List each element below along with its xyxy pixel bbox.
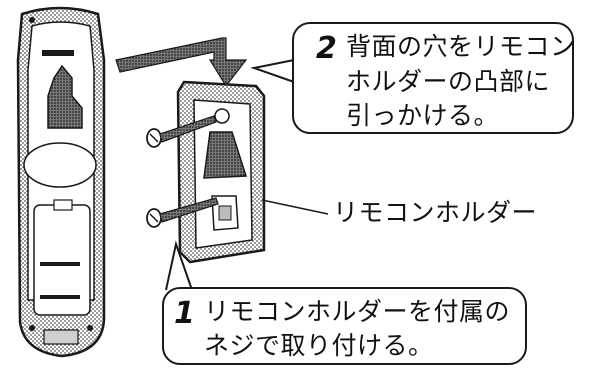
step-1-line-2: ネジで取り付ける。 <box>204 331 434 360</box>
holder-hook <box>203 131 248 179</box>
screw-lower <box>146 197 219 228</box>
step-1-line-1: リモコンホルダーを付属の <box>204 297 511 326</box>
screw-upper <box>146 115 217 148</box>
slide-arrow <box>115 37 248 88</box>
remote-holder <box>176 80 266 264</box>
callout-1-pointer <box>165 240 193 291</box>
step-1-number: 1 <box>174 296 195 331</box>
holder-label: リモコンホルダー <box>333 198 538 227</box>
step-2-line-2: ホルダーの凸部に <box>346 67 551 96</box>
step-2-line-1: 背面の穴をリモコン <box>346 32 576 61</box>
step-2-line-3: 引っかける。 <box>346 101 500 130</box>
step-2-callout: 2 背面の穴をリモコン ホルダーの凸部に 引っかける。 <box>292 22 576 134</box>
callout-2-pointer <box>250 59 295 83</box>
step-1-callout: 1 リモコンホルダーを付属の ネジで取り付ける。 <box>162 287 527 365</box>
holder-leader-line <box>261 199 329 215</box>
step-2-number: 2 <box>316 31 337 66</box>
mounting-hole <box>47 64 83 129</box>
remote-control-back <box>16 6 106 358</box>
